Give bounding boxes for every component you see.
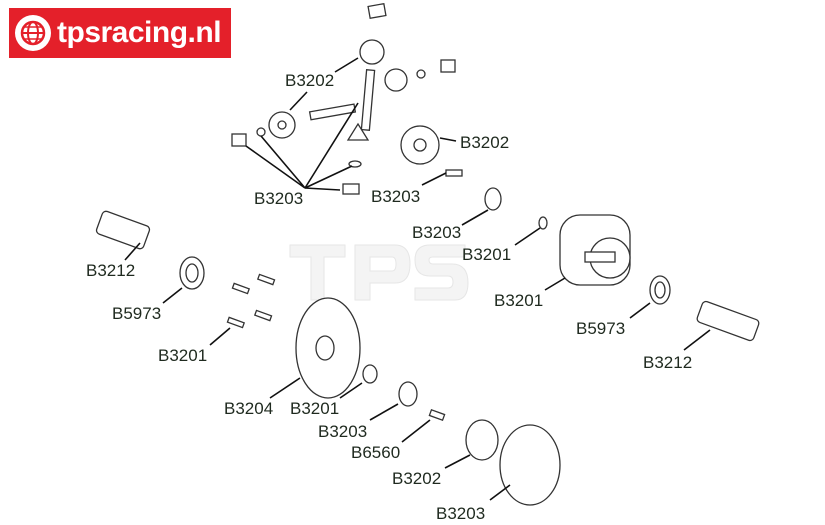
part-label[interactable]: B3202 [460,133,509,152]
part-label[interactable]: B3202 [392,469,441,488]
part-label[interactable]: B3203 [436,504,485,523]
leader-lines [124,57,711,501]
part-label[interactable]: B3212 [86,261,135,280]
part-label[interactable]: B5973 [576,319,625,338]
part-label[interactable]: B3203 [412,223,461,242]
part-label[interactable]: B5973 [112,304,161,323]
part-label[interactable]: B3203 [254,189,303,208]
globe-icon [15,15,51,51]
logo-text: tpsracing.nl [57,16,222,49]
tps-watermark [289,244,469,301]
part-label[interactable]: B3204 [224,399,273,418]
part-label[interactable]: B3203 [371,187,420,206]
part-labels: B3202 B3202 B3203 B3203 B3203 B3201 B321… [86,71,692,523]
part-label[interactable]: B6560 [351,443,400,462]
tpsracing-logo[interactable]: tpsracing.nl [9,8,231,58]
part-label[interactable]: B3201 [158,346,207,365]
diff-parts [95,2,760,506]
part-label[interactable]: B3201 [494,291,543,310]
part-label[interactable]: B3212 [643,353,692,372]
part-label[interactable]: B3202 [285,71,334,90]
part-label[interactable]: B3201 [462,245,511,264]
part-label[interactable]: B3203 [318,422,367,441]
part-label[interactable]: B3201 [290,399,339,418]
